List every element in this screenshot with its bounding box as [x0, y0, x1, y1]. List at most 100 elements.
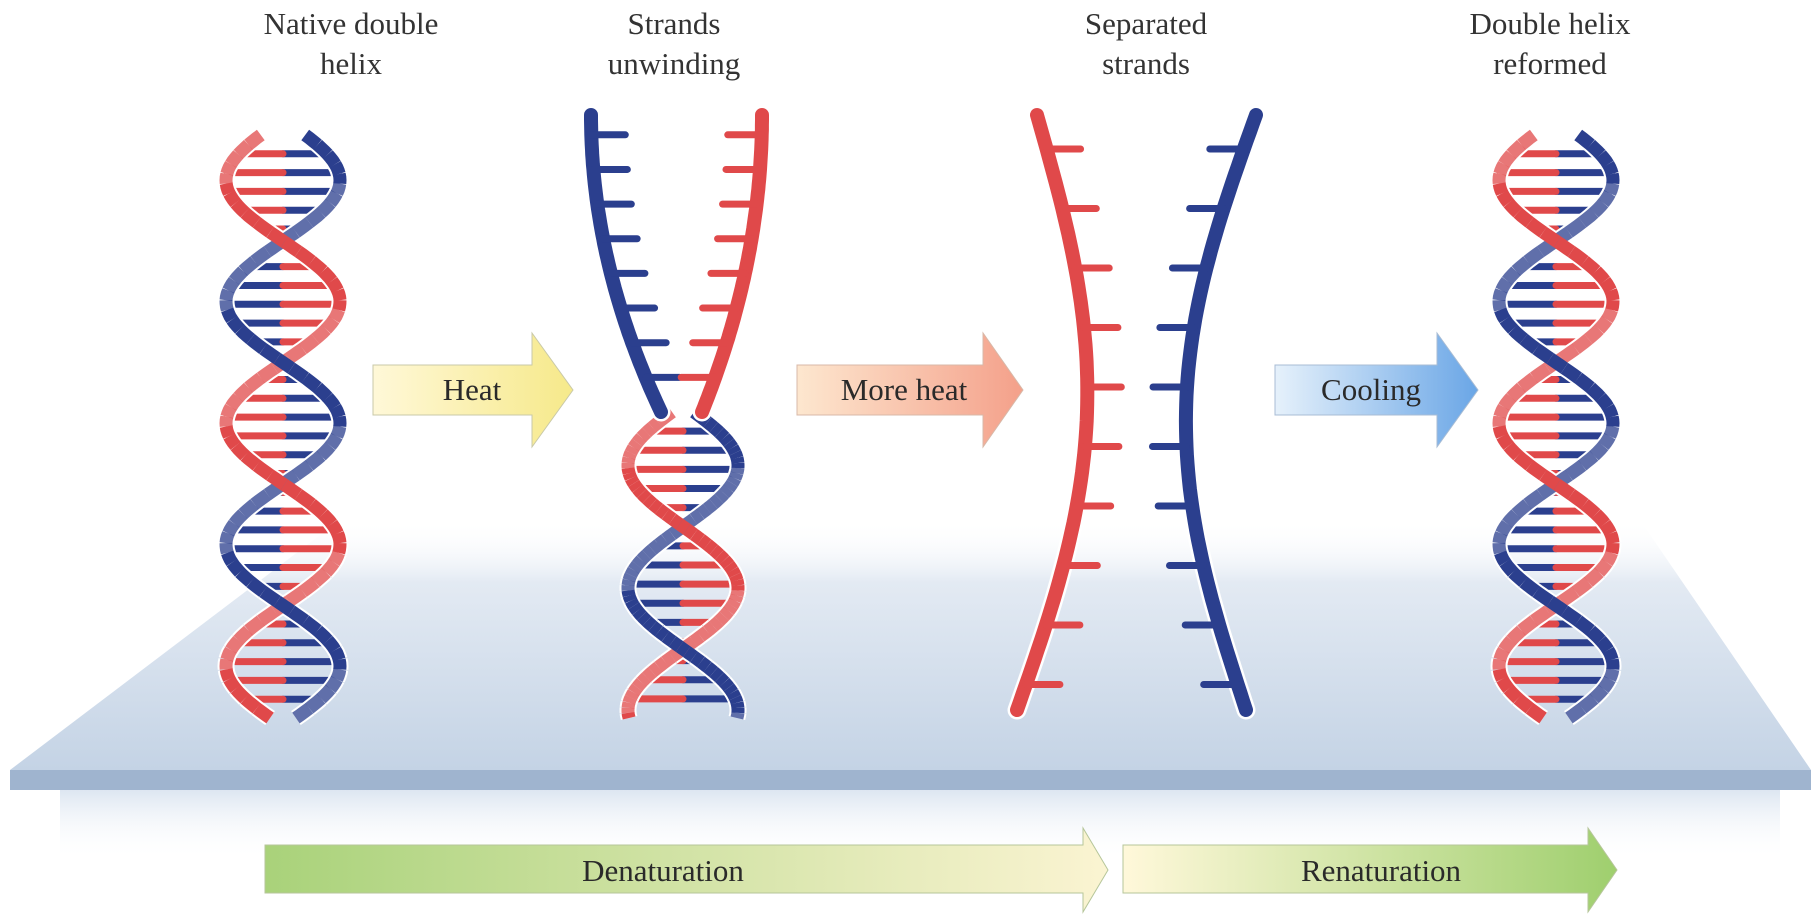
strand-segment	[291, 368, 305, 378]
strand-segment	[637, 438, 641, 443]
strand-segment	[226, 669, 229, 679]
strand-segment	[289, 592, 303, 602]
strand-segment	[226, 300, 227, 310]
strand-segment	[1571, 252, 1584, 262]
strand-segment	[725, 438, 729, 443]
strand-segment	[631, 693, 634, 698]
strand-segment	[227, 553, 232, 563]
cooling-arrow: Cooling	[1275, 333, 1478, 447]
strand-segment	[1612, 174, 1613, 184]
strand-segment	[642, 616, 647, 621]
strand-segment	[1502, 436, 1508, 446]
strand-segment	[238, 388, 248, 398]
strand-segment	[1500, 650, 1504, 660]
strand-segment	[1499, 669, 1502, 679]
strand-segment	[228, 281, 234, 291]
strand-segment	[631, 570, 634, 575]
strand-segment	[261, 611, 275, 621]
strand-segment	[226, 660, 227, 670]
strand-segment	[240, 572, 251, 582]
strand-segment	[1499, 660, 1500, 670]
strand-segment	[694, 514, 701, 519]
strand-segment	[629, 698, 631, 703]
strand-segment	[1505, 320, 1513, 330]
strand-segment	[254, 495, 267, 505]
strand-segment	[642, 555, 647, 560]
strand-segment	[1516, 261, 1527, 271]
strand-segment	[284, 242, 298, 252]
strand-segment	[1601, 154, 1608, 164]
strand-segment	[629, 453, 631, 458]
strand-segment	[653, 504, 659, 509]
strand-segment	[665, 534, 672, 539]
strand-segment	[629, 596, 631, 601]
strand-segment	[666, 514, 673, 519]
strand-segment	[652, 545, 658, 550]
strand-segment	[236, 689, 245, 699]
strand-segment	[714, 427, 720, 432]
strand-segment	[330, 436, 336, 446]
strand-segment	[1536, 349, 1550, 359]
strand-segment	[1594, 689, 1603, 699]
strand-segment	[1557, 242, 1571, 252]
strand-segment	[1527, 252, 1540, 262]
strand-segment	[1612, 543, 1613, 553]
strand-segment	[735, 575, 737, 580]
strand-segment	[629, 575, 631, 580]
strand-segment	[236, 203, 245, 213]
strand-segment	[1500, 407, 1504, 417]
strand-segment	[1499, 417, 1500, 427]
strand-segment	[245, 456, 257, 466]
strand-segment	[628, 468, 629, 473]
stage-title-unwinding: Strands unwinding	[544, 4, 804, 84]
strand-segment	[1599, 320, 1607, 330]
strand-segment	[659, 540, 666, 545]
strand-segment	[642, 432, 647, 437]
strand-segment	[628, 591, 629, 596]
strand-segment	[732, 478, 735, 483]
strand-segment	[737, 713, 738, 718]
strand-segment	[1608, 164, 1612, 174]
strand-segment	[1504, 154, 1511, 164]
strand-segment	[227, 407, 231, 417]
strand-segment	[227, 310, 232, 320]
strand-segment	[1578, 621, 1590, 631]
strand-segment	[647, 621, 653, 626]
strand-segment	[653, 626, 659, 631]
strand-segment	[1502, 679, 1508, 689]
stage-title-separated: Separated strands	[1016, 4, 1276, 84]
strand-segment	[701, 662, 708, 667]
strand-segment	[335, 164, 339, 174]
strand-segment	[296, 465, 309, 475]
strand-segment	[338, 291, 340, 301]
strand-segment	[647, 672, 653, 677]
strand-segment	[732, 448, 735, 453]
strand-segment	[339, 174, 340, 184]
strand-segment	[1582, 456, 1594, 466]
strand-segment	[1601, 397, 1608, 407]
strand-segment	[1530, 222, 1543, 232]
strand-segment	[339, 300, 340, 310]
strand-segment	[1605, 281, 1611, 291]
strand-segment	[1504, 640, 1511, 650]
strand-segment	[1610, 427, 1613, 437]
strand-segment	[1578, 135, 1590, 145]
strand-segment	[687, 529, 694, 534]
strand-segment	[729, 443, 733, 448]
stage-title-reformed: Double helix reformed	[1420, 4, 1680, 84]
strand-segment	[338, 533, 340, 543]
strand-segment	[1509, 446, 1518, 456]
strand-segment	[248, 621, 260, 631]
strand-segment	[1594, 446, 1603, 456]
strand-segment	[714, 672, 720, 677]
strand-segment	[303, 339, 316, 349]
strand-segment	[729, 565, 733, 570]
strand-segment	[673, 642, 680, 647]
strand-segment	[647, 499, 653, 504]
strand-segment	[1534, 611, 1548, 621]
strand-segment	[735, 453, 737, 458]
strand-segment	[1500, 164, 1504, 174]
strand-segment	[1588, 572, 1599, 582]
strand-segment	[1564, 611, 1578, 621]
strand-segment	[713, 621, 719, 626]
